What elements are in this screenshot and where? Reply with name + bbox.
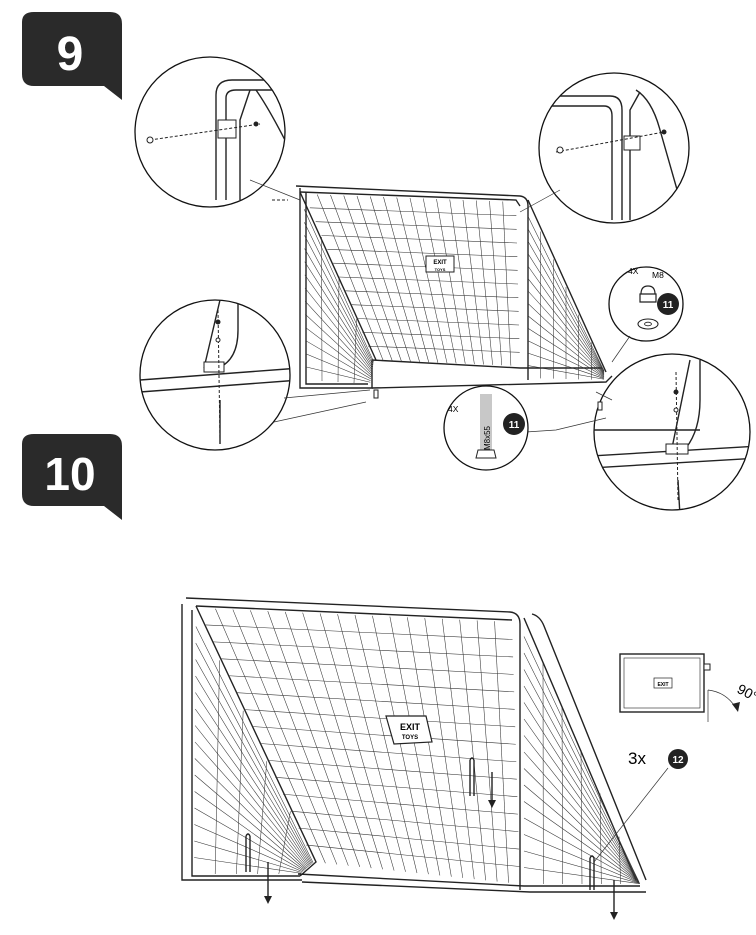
net-strand xyxy=(407,617,451,876)
net-strand xyxy=(206,625,513,640)
net-strand xyxy=(233,610,337,865)
net-strand xyxy=(252,727,516,745)
step-9-number: 9 xyxy=(57,28,84,81)
net-strand xyxy=(260,743,516,761)
peg-part-number: 12 xyxy=(672,755,684,766)
net-strand xyxy=(285,612,371,868)
top-view-inset: EXIT 90° xyxy=(620,654,756,722)
net-strand xyxy=(305,275,372,370)
step-10-logo-top: EXIT xyxy=(400,722,421,732)
peg-quantity: 3x xyxy=(628,749,646,768)
nut-quantity: 4X xyxy=(628,266,639,276)
net-strand xyxy=(275,777,517,796)
step-10-net xyxy=(194,609,640,884)
net-strand xyxy=(306,845,519,866)
nut-size: M8 xyxy=(652,270,664,280)
step-10-number: 10 xyxy=(44,448,95,500)
net-strand xyxy=(351,305,519,312)
net-strand xyxy=(213,642,513,657)
net-strand xyxy=(524,736,639,882)
arrow-down-icon xyxy=(610,912,618,920)
ground-peg-right xyxy=(590,856,618,920)
step-9-net xyxy=(304,195,604,384)
net-strand xyxy=(477,620,497,881)
step-9-logo-bottom: TOYS xyxy=(435,267,446,272)
net-strand xyxy=(194,858,301,874)
net-strand xyxy=(196,643,313,864)
peg-callout: 3x 12 xyxy=(594,749,688,862)
net-strand xyxy=(221,659,513,675)
net-strand xyxy=(195,808,304,871)
bolt-quantity: 4X xyxy=(448,404,459,414)
nut-part-number: 11 xyxy=(663,300,674,311)
net-strand xyxy=(345,291,518,298)
net-strand xyxy=(305,249,373,367)
net-strand xyxy=(460,620,486,881)
ground-peg-center xyxy=(470,758,496,808)
net-strand xyxy=(304,209,374,362)
net-strand xyxy=(524,719,639,882)
nut-icon xyxy=(640,286,656,302)
detail-circle-mid-left xyxy=(140,300,378,450)
step-9-logo-top: EXIT xyxy=(433,260,447,266)
net-strand xyxy=(299,828,519,849)
net-strand xyxy=(291,811,519,831)
net-strand xyxy=(357,319,520,326)
step-10-badge: 10 xyxy=(22,434,122,520)
net-strand xyxy=(322,236,518,244)
step-9-badge: 9 xyxy=(22,12,122,100)
net-strand xyxy=(320,613,394,870)
net-strand xyxy=(327,249,517,256)
net-strand xyxy=(524,752,639,882)
inset-logo: EXIT xyxy=(657,682,668,688)
net-strand xyxy=(195,709,309,867)
net-strand xyxy=(524,769,639,883)
bolt-callout: 4X M8x55 11 xyxy=(444,386,528,470)
net-strand xyxy=(237,693,515,710)
net-strand xyxy=(333,263,518,270)
net-strand xyxy=(362,332,519,338)
net-strand xyxy=(196,676,311,865)
net-strand xyxy=(229,676,514,692)
arrow-down-icon xyxy=(488,800,496,808)
step-10-logo-bottom: TOYS xyxy=(402,735,418,741)
net-strand xyxy=(316,222,517,230)
net-strand xyxy=(524,686,639,881)
step-10-goal: EXIT TOYS xyxy=(182,598,646,920)
net-strand xyxy=(304,222,373,363)
net-strand xyxy=(495,621,509,883)
arrow-down-icon xyxy=(264,896,272,904)
net-strand xyxy=(524,703,639,882)
net-strand xyxy=(268,760,517,779)
step-9-goal: EXIT TOYS xyxy=(296,186,612,388)
net-strand xyxy=(368,346,520,352)
net-strand xyxy=(442,619,474,879)
net-strand xyxy=(194,825,302,872)
detail-circle-top-left xyxy=(135,57,300,207)
net-strand xyxy=(195,693,309,866)
net-strand xyxy=(310,208,516,216)
bolt-part-number: 11 xyxy=(509,420,520,431)
net-strand xyxy=(339,277,518,284)
detail-circle-top-right xyxy=(520,73,689,223)
net-strand xyxy=(283,794,518,814)
nut-callout: 4X M8 11 xyxy=(609,266,683,362)
net-strand xyxy=(372,616,428,874)
net-strand xyxy=(390,617,440,876)
angle-label: 90° xyxy=(735,681,756,705)
bolt-size: M8x55 xyxy=(483,425,492,450)
detail-circle-bottom-right xyxy=(526,354,756,516)
net-strand xyxy=(425,618,463,878)
net-strand xyxy=(244,710,515,727)
